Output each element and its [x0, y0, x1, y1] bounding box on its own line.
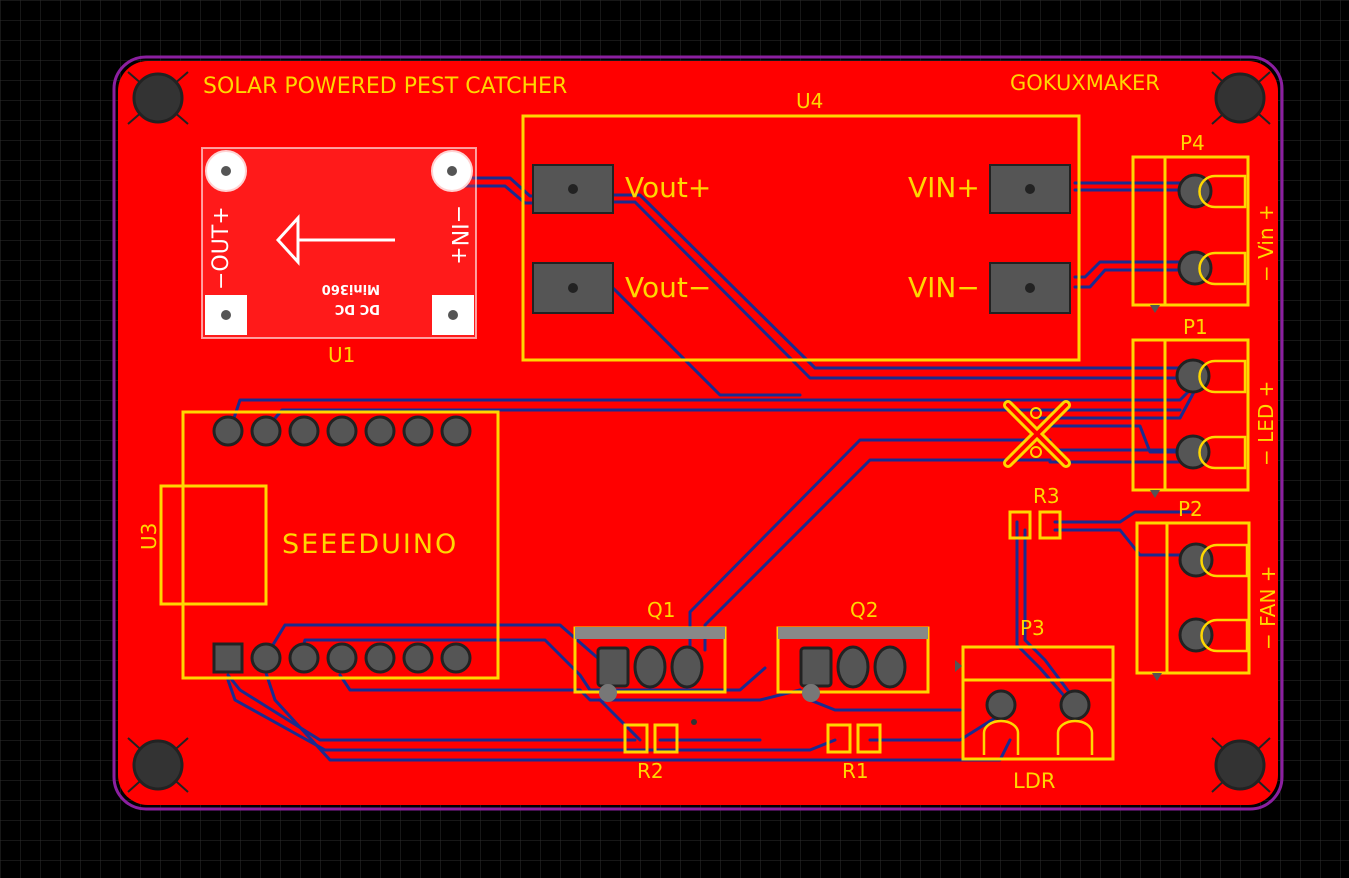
u4-designator: U4: [796, 89, 823, 113]
u4-label-vout-plus: Vout+: [625, 171, 711, 204]
p3-label: LDR: [1013, 769, 1055, 793]
u1-line1: DC DC: [335, 301, 380, 316]
traces: [226, 176, 1197, 762]
r3-designator: R3: [1033, 484, 1060, 508]
u3-top-header: [212, 415, 472, 447]
board-outline: [112, 55, 1284, 811]
u1-label-in: −IN+: [446, 205, 471, 265]
p3-ldr-connector[interactable]: P3 LDR: [955, 616, 1115, 793]
q1-designator: Q1: [647, 598, 675, 622]
p2-connector[interactable]: P2 − FAN +: [1135, 497, 1280, 681]
board-title: SOLAR POWERED PEST CATCHER: [203, 74, 567, 99]
p3-designator: P3: [1020, 616, 1045, 640]
r3-resistor[interactable]: R3: [1008, 484, 1062, 540]
mounting-hole-bottom-left: [127, 737, 189, 793]
u4-module[interactable]: U4 Vout+ Vout− VIN+ VIN−: [521, 89, 1081, 362]
mounting-hole-bottom-right: [1211, 737, 1271, 793]
p1-designator: P1: [1183, 315, 1208, 339]
u4-label-vin-plus: VIN+: [908, 171, 980, 204]
u1-label-out: −OUT+: [209, 206, 234, 290]
q2-designator: Q2: [850, 598, 878, 622]
u1-designator: U1: [328, 343, 355, 367]
u3-bottom-header: [212, 642, 472, 674]
mounting-hole-top-left: [127, 71, 189, 125]
r1-resistor[interactable]: R1: [826, 723, 882, 783]
p4-label: − Vin +: [1254, 204, 1278, 282]
r1-designator: R1: [842, 759, 869, 783]
r2-resistor[interactable]: R2: [623, 719, 697, 783]
arrow-left-icon: [275, 214, 395, 266]
u1-line2: Mini360: [322, 281, 380, 296]
board-copper: [118, 61, 1278, 805]
mounting-hole-top-right: [1211, 71, 1271, 125]
u1-module[interactable]: −OUT+ −IN+ DC DC Mini360 U1: [201, 147, 477, 367]
q1-transistor[interactable]: Q1: [573, 598, 727, 702]
u3-designator: U3: [137, 523, 161, 550]
u4-label-vout-minus: Vout−: [625, 271, 711, 304]
u3-usb-connector: [159, 484, 268, 606]
p2-designator: P2: [1178, 497, 1203, 521]
p1-connector[interactable]: P1 − LED +: [1131, 315, 1278, 498]
p4-connector[interactable]: P4 − Vin +: [1131, 131, 1278, 313]
jumper-pad: [1003, 400, 1071, 468]
u4-label-vin-minus: VIN−: [908, 271, 980, 304]
q2-transistor[interactable]: Q2: [776, 598, 930, 702]
p1-label: − LED +: [1254, 381, 1278, 466]
board-author: GOKUXMAKER: [1010, 71, 1160, 95]
u3-module[interactable]: SEEEDUINO U3: [137, 410, 500, 680]
p4-designator: P4: [1180, 131, 1205, 155]
r2-designator: R2: [637, 759, 664, 783]
p2-label: − FAN +: [1256, 565, 1280, 650]
u3-label: SEEEDUINO: [282, 529, 458, 560]
